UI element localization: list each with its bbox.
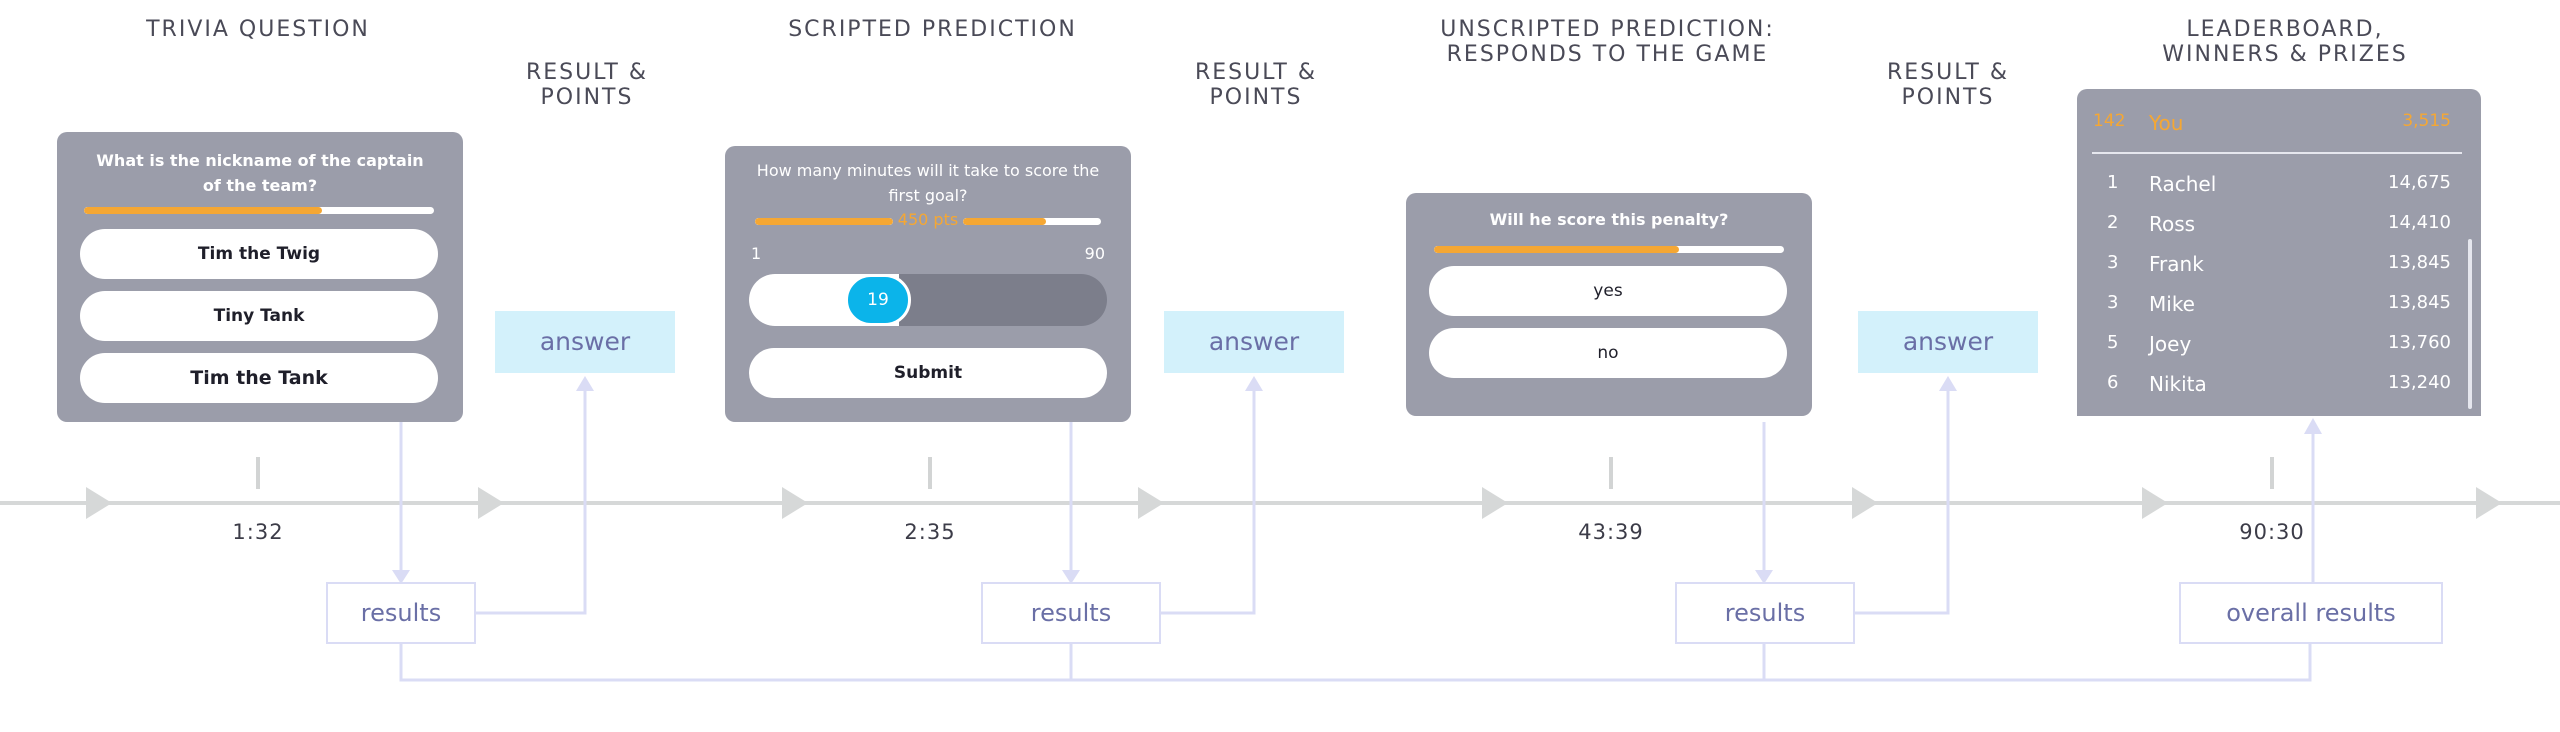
heading-result-points-2: RESULT & POINTS [1194,60,1318,110]
leaderboard-score: 14,675 [2388,172,2451,193]
minute-slider-track[interactable]: 19 [749,274,1107,326]
leaderboard-row: 3 Frank 13,845 [2077,244,2481,284]
scripted-question-text: How many minutes will it take to score t… [756,161,1100,205]
leaderboard-scrollbar[interactable] [2468,239,2472,409]
leaderboard-score: 3,515 [2402,111,2451,131]
trivia-option-button[interactable]: Tim the Tank [80,353,438,403]
connector-arrowheads [392,376,2322,584]
prediction-option-yes-button[interactable]: yes [1429,266,1787,316]
leaderboard-row: 3 Mike 13,845 [2077,284,2481,324]
leaderboard-score: 13,760 [2388,332,2451,353]
arrow-down-icon [1755,570,1773,584]
leaderboard-rank: 1 [2107,172,2119,193]
leaderboard-name: Frank [2149,252,2204,276]
leaderboard-name: You [2149,111,2184,135]
leaderboard-rank: 3 [2107,252,2119,273]
heading-unscripted-prediction: UNSCRIPTED PREDICTION: RESPONDS TO THE G… [1440,17,1775,67]
arrow-up-icon [1939,376,1957,391]
scripted-timer-fill-left [755,218,893,225]
heading-result-points-3: RESULT & POINTS [1886,60,2010,110]
arrow-up-icon [1245,376,1263,391]
heading-leaderboard: LEADERBOARD, WINNERS & PRIZES [2162,17,2408,67]
leaderboard-score: 14,410 [2388,212,2451,233]
leaderboard-rank: 142 [2093,111,2126,131]
unscripted-timer-fill [1434,246,1679,253]
answer-box: answer [495,311,675,373]
leaderboard-rank: 6 [2107,372,2119,393]
timestamp: 1:32 [232,520,284,544]
leaderboard-name: Mike [2149,292,2195,316]
trivia-question-text: What is the nickname of the captain of t… [96,151,424,195]
leaderboard-row: 1 Rachel 14,675 [2077,164,2481,204]
arrow-up-icon [2304,418,2322,434]
scripted-timer-bar-right [963,218,1101,225]
leaderboard-score: 13,845 [2388,252,2451,273]
leaderboard-rank: 2 [2107,212,2119,233]
arrow-up-icon [576,376,594,391]
submit-button[interactable]: Submit [749,348,1107,398]
arrow-down-icon [1062,570,1080,584]
timeline-arrow-icon [1138,487,1164,519]
heading-scripted-prediction: SCRIPTED PREDICTION [788,17,1077,42]
leaderboard-rank: 3 [2107,292,2119,313]
trivia-option-button[interactable]: Tim the Twig [80,229,438,279]
scripted-timer-fill-right [963,218,1046,225]
results-box: results [981,582,1161,644]
leaderboard-score: 13,240 [2388,372,2451,393]
results-box: results [326,582,476,644]
trivia-timer-bar [84,207,434,214]
leaderboard-divider [2092,152,2462,154]
slider-min-label: 1 [751,244,762,263]
timeline-arrow-icon [2476,487,2502,519]
leaderboard-panel: 142 You 3,515 1 Rachel 14,675 2 Ross 14,410 3 F… [2077,89,2481,416]
results-box: results [1675,582,1855,644]
prediction-option-no-button[interactable]: no [1429,328,1787,378]
scripted-points-label: 450 pts [897,210,959,229]
overall-results-box: overall results [2179,582,2443,644]
unscripted-timer-bar [1434,246,1784,253]
heading-trivia-question: TRIVIA QUESTION [146,17,370,42]
leaderboard-name: Ross [2149,212,2196,236]
trivia-timer-fill [84,207,322,214]
leaderboard-score: 13,845 [2388,292,2451,313]
timestamp: 43:39 [1578,520,1644,544]
leaderboard-row: 2 Ross 14,410 [2077,204,2481,244]
arrow-down-icon [392,570,410,584]
unscripted-question-text: Will he score this penalty? [1489,210,1729,229]
unscripted-prediction-card: Will he score this penalty? yes no [1406,193,1812,416]
leaderboard-row: 6 Nikita 13,240 [2077,364,2481,404]
scripted-timer-bar-left [755,218,893,225]
timeline-ticks [256,457,2274,489]
leaderboard-rank: 5 [2107,332,2119,353]
answer-box: answer [1858,311,2038,373]
leaderboard-row-you: 142 You 3,515 [2077,103,2481,143]
timeline-arrow-icon [782,487,808,519]
slider-max-label: 90 [1084,244,1105,263]
timeline-arrow-icon [1852,487,1878,519]
scripted-prediction-card: How many minutes will it take to score t… [725,146,1131,422]
timestamp: 90:30 [2239,520,2305,544]
trivia-option-button[interactable]: Tiny Tank [80,291,438,341]
leaderboard-name: Rachel [2149,172,2217,196]
timeline-arrow-icon [2142,487,2168,519]
trivia-question-card: What is the nickname of the captain of t… [57,132,463,422]
timeline-arrows [86,487,2502,519]
timestamp: 2:35 [904,520,956,544]
timeline-arrow-icon [478,487,504,519]
leaderboard-name: Joey [2149,332,2192,356]
timeline-arrow-icon [86,487,112,519]
timeline-arrow-icon [1482,487,1508,519]
leaderboard-name: Nikita [2149,372,2207,396]
heading-result-points-1: RESULT & POINTS [525,60,649,110]
answer-box: answer [1164,311,1344,373]
leaderboard-row: 5 Joey 13,760 [2077,324,2481,364]
minute-slider-thumb[interactable]: 19 [845,274,911,326]
